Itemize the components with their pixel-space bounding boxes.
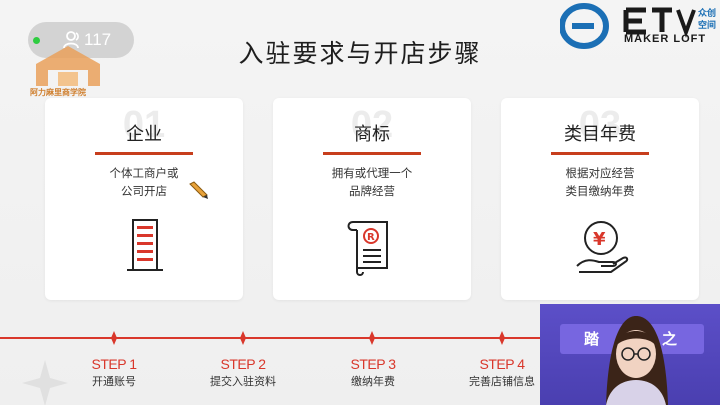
card-enterprise: 01 企业 个体工商户或 公司开店 (45, 98, 243, 300)
card-desc-line: 个体工商户或 (109, 166, 179, 180)
card-number: 03 (578, 104, 622, 146)
card-desc-line: 拥有或代理一个 (331, 166, 413, 180)
card-underline (323, 152, 421, 155)
step-marker-icon (111, 331, 117, 345)
academy-logo (36, 46, 100, 86)
step-label: STEP 1 (91, 356, 138, 372)
card-description: 拥有或代理一个 品牌经营 (273, 164, 471, 200)
card-desc-line: 品牌经营 (349, 184, 395, 198)
step-marker-icon (369, 331, 375, 345)
card-desc-line: 类目缴纳年费 (565, 184, 635, 198)
step-label: STEP 2 (220, 356, 267, 372)
card-underline (551, 152, 649, 155)
webcam-banner-text-right: 之 (662, 330, 678, 348)
card-desc-line: 公司开店 (121, 184, 167, 198)
maker-loft-logo: 众创 空间 (560, 3, 716, 49)
viewer-count-badge: 117 (28, 22, 134, 58)
maker-loft-text: MAKER LOFT (624, 33, 707, 45)
live-indicator-dot (33, 37, 40, 44)
building-icon (127, 219, 163, 271)
steps-timeline (0, 337, 720, 339)
step-1: STEP 1 开通账号 (59, 356, 169, 389)
step-name: 完善店铺信息 (469, 375, 535, 388)
card-underline (95, 152, 193, 155)
card-number: 01 (122, 104, 166, 146)
step-2: STEP 2 提交入驻资料 (188, 356, 298, 389)
logo-cn-bottom: 空间 (698, 19, 716, 31)
card-description: 根据对应经营 类目缴纳年费 (501, 164, 699, 200)
sparkle-decoration-icon (22, 360, 68, 405)
step-marker-icon (240, 331, 246, 345)
card-desc-line: 根据对应经营 (565, 166, 635, 180)
step-4: STEP 4 完善店铺信息 (447, 356, 557, 389)
viewers-icon (63, 31, 79, 49)
card-title: 类目年费 (564, 124, 636, 145)
academy-logo-caption: 阿力麻里商学院 (30, 87, 86, 97)
webcam-banner-text-left: 踏 (584, 330, 600, 348)
step-name: 开通账号 (92, 375, 136, 388)
step-label: STEP 3 (350, 356, 397, 372)
step-marker-icon (499, 331, 505, 345)
step-name: 提交入驻资料 (210, 375, 276, 388)
viewer-count: 117 (84, 30, 112, 49)
presenter-webcam: 踏 之 (540, 304, 720, 405)
trademark-scroll-icon: R (347, 221, 388, 276)
pencil-icon (189, 181, 208, 199)
card-category-fee: 03 类目年费 根据对应经营 类目缴纳年费 ¥ (501, 98, 699, 300)
card-title: 商标 (354, 124, 390, 145)
step-name: 缴纳年费 (351, 375, 395, 388)
logo-cn-top: 众创 (698, 7, 716, 19)
card-title: 企业 (126, 124, 162, 145)
svg-text:¥: ¥ (593, 229, 606, 250)
card-trademark: 02 商标 拥有或代理一个 品牌经营 R (273, 98, 471, 300)
card-description: 个体工商户或 公司开店 (45, 164, 243, 200)
yuan-coin-hand-icon: ¥ (576, 221, 629, 273)
svg-text:R: R (367, 232, 375, 243)
page-title: 入驻要求与开店步骤 (238, 39, 482, 68)
step-label: STEP 4 (479, 356, 526, 372)
presenter-figure (606, 316, 668, 405)
step-3: STEP 3 缴纳年费 (318, 356, 428, 389)
card-number: 02 (350, 104, 394, 146)
